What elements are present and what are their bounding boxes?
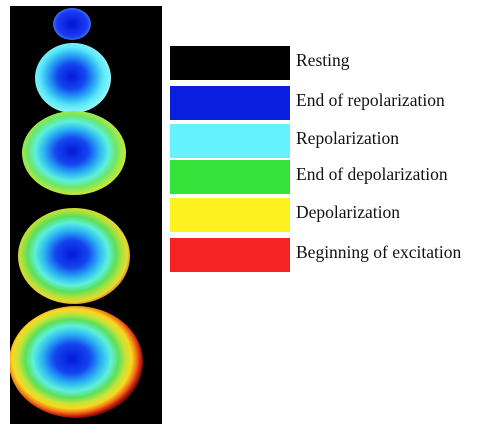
legend-label-end-of-repolarization: End of repolarization (296, 90, 445, 110)
activation-frame-5 (10, 306, 143, 418)
legend-label-resting: Resting (296, 50, 350, 70)
activation-map-sequence (10, 8, 143, 418)
legend-item-depolarization: Depolarization (170, 198, 498, 234)
legend-swatch-end-of-repolarization (170, 86, 290, 120)
legend-label-repolarization: Repolarization (296, 128, 400, 148)
legend-label-depolarization: Depolarization (296, 202, 400, 222)
activation-frame-1 (53, 8, 91, 40)
activation-map-panel (10, 6, 162, 424)
legend-item-end-of-depolarization: End of depolarization (170, 160, 498, 196)
activation-frame-2 (35, 43, 111, 113)
legend-item-repolarization: Repolarization (170, 124, 498, 160)
legend-item-beginning-of-excitation: Beginning of excitation (170, 238, 498, 274)
activation-frame-4 (18, 208, 130, 304)
legend-label-beginning-of-excitation: Beginning of excitation (296, 242, 462, 262)
legend-swatch-beginning-of-excitation (170, 238, 290, 272)
legend-swatch-resting (170, 46, 290, 80)
activation-frame-3 (22, 111, 126, 195)
legend-swatch-repolarization (170, 124, 290, 158)
legend-item-resting: Resting (170, 46, 498, 82)
legend-swatch-end-of-depolarization (170, 160, 290, 194)
legend-item-end-of-repolarization: End of repolarization (170, 86, 498, 122)
legend-label-end-of-depolarization: End of depolarization (296, 164, 448, 184)
legend-swatch-depolarization (170, 198, 290, 232)
